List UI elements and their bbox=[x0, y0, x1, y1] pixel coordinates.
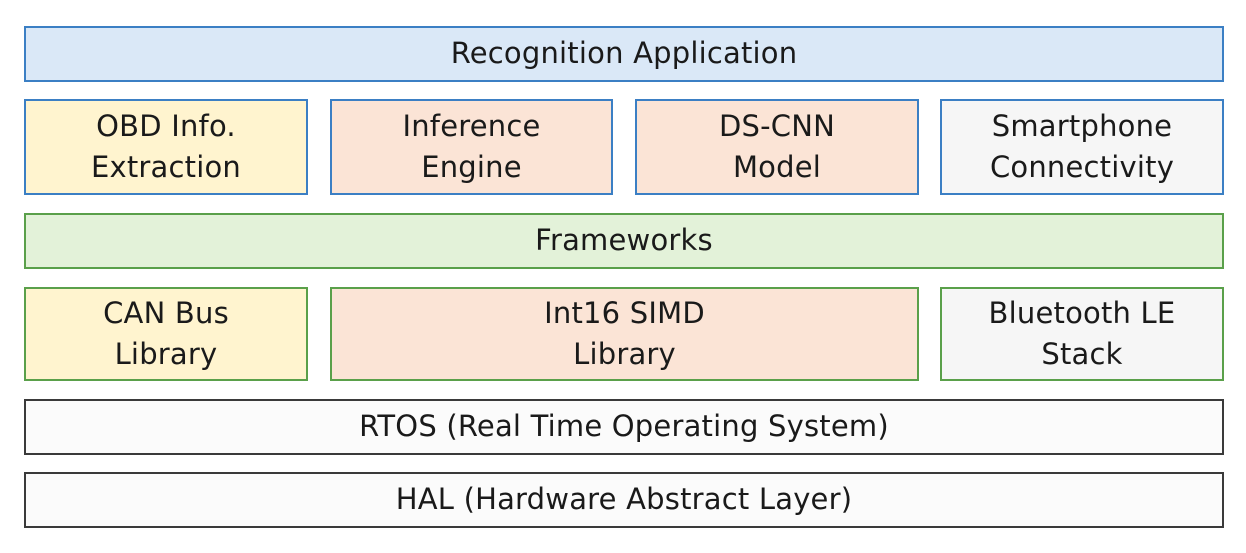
recognition-application-layer: Recognition Application bbox=[24, 26, 1224, 82]
frameworks-label: Frameworks bbox=[535, 223, 713, 258]
can-bus-library-block: CAN Bus Library bbox=[24, 287, 308, 381]
obd-info-extraction-block: OBD Info. Extraction bbox=[24, 99, 308, 195]
frameworks-layer: Frameworks bbox=[24, 213, 1224, 269]
int16-simd-library-line1: Int16 SIMD bbox=[544, 295, 705, 330]
hal-label: HAL (Hardware Abstract Layer) bbox=[395, 482, 853, 517]
obd-info-extraction-line1: OBD Info. bbox=[96, 108, 236, 143]
smartphone-connectivity-line1: Smartphone bbox=[991, 108, 1173, 143]
bluetooth-le-stack-line1: Bluetooth LE bbox=[988, 295, 1176, 330]
ds-cnn-model-block: DS-CNN Model bbox=[635, 99, 919, 195]
inference-engine-line1: Inference bbox=[402, 108, 541, 143]
inference-engine-block: Inference Engine bbox=[330, 99, 613, 195]
ds-cnn-model-line1: DS-CNN bbox=[718, 108, 836, 143]
inference-engine-line2: Engine bbox=[421, 150, 522, 184]
rtos-label: RTOS (Real Time Operating System) bbox=[359, 409, 889, 444]
int16-simd-library-block: Int16 SIMD Library bbox=[330, 287, 919, 381]
can-bus-library-line2: Library bbox=[114, 337, 218, 371]
smartphone-connectivity-block: Smartphone Connectivity bbox=[940, 99, 1224, 195]
smartphone-connectivity-line2: Connectivity bbox=[989, 150, 1175, 184]
recognition-application-label: Recognition Application bbox=[450, 36, 798, 71]
obd-info-extraction-line2: Extraction bbox=[90, 150, 242, 184]
int16-simd-library-line2: Library bbox=[573, 337, 676, 371]
bluetooth-le-stack-line2: Stack bbox=[1041, 337, 1123, 371]
bluetooth-le-stack-block: Bluetooth LE Stack bbox=[940, 287, 1224, 381]
ds-cnn-model-line2: Model bbox=[732, 150, 822, 184]
hal-layer: HAL (Hardware Abstract Layer) bbox=[24, 472, 1224, 528]
rtos-layer: RTOS (Real Time Operating System) bbox=[24, 399, 1224, 455]
can-bus-library-line1: CAN Bus bbox=[103, 295, 229, 330]
